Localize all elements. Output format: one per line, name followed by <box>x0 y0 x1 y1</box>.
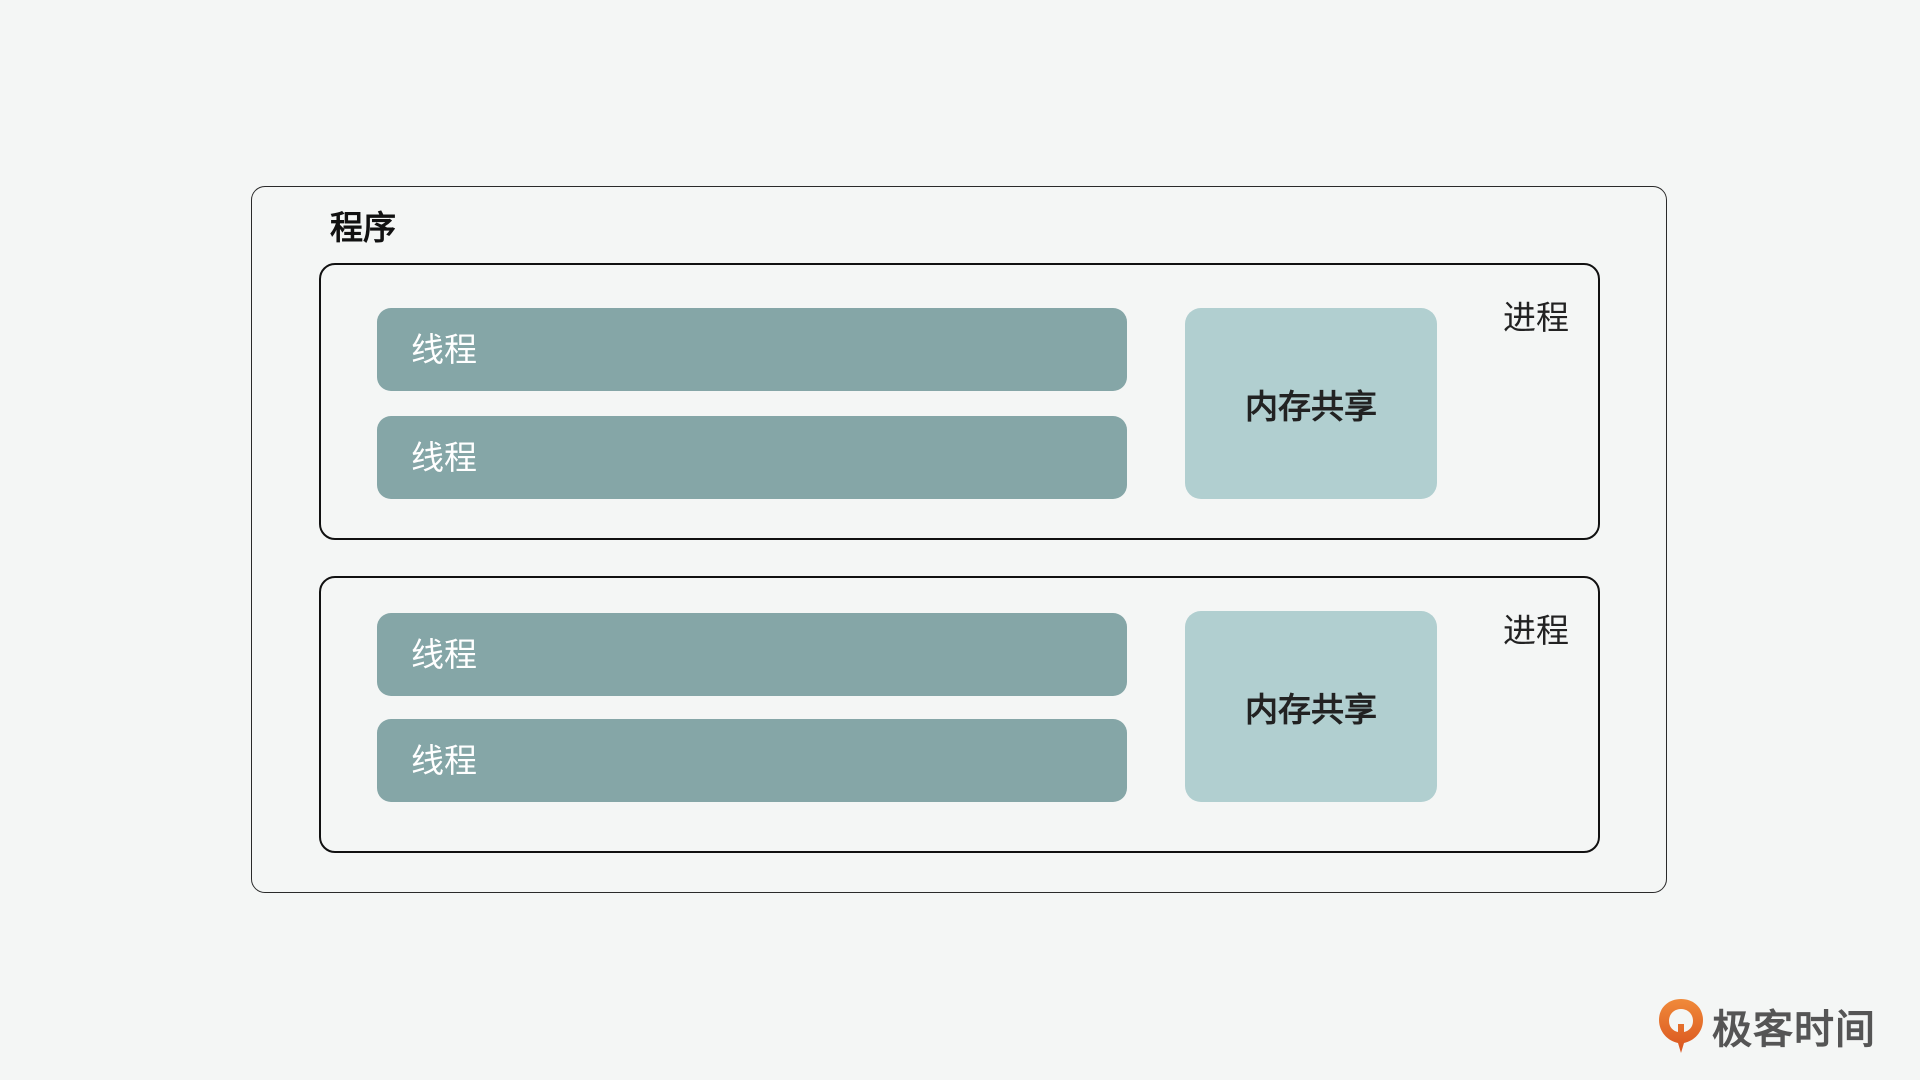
brand-name: 极客时间 <box>1712 1007 1876 1053</box>
program-title: 程序 <box>330 208 396 247</box>
process-1-shared-memory-label: 内存共享 <box>1245 386 1377 426</box>
process-2-shared-memory-label: 内存共享 <box>1245 689 1377 729</box>
process-2-thread-1: 线程 <box>377 613 1127 696</box>
geektime-logo-icon <box>1659 999 1703 1053</box>
process-2-label: 进程 <box>1503 611 1569 650</box>
process-1-thread-2: 线程 <box>377 416 1127 499</box>
program-container <box>251 186 1667 893</box>
process-1-shared-memory: 内存共享 <box>1185 308 1437 499</box>
process-1: 线程 线程 内存共享 进程 <box>319 263 1600 540</box>
process-2-shared-memory: 内存共享 <box>1185 611 1437 802</box>
process-1-label: 进程 <box>1503 298 1569 337</box>
process-2: 线程 线程 内存共享 进程 <box>319 576 1600 853</box>
brand-watermark: 极客时间 <box>1656 995 1876 1057</box>
process-1-thread-1: 线程 <box>377 308 1127 391</box>
process-2-thread-2: 线程 <box>377 719 1127 802</box>
